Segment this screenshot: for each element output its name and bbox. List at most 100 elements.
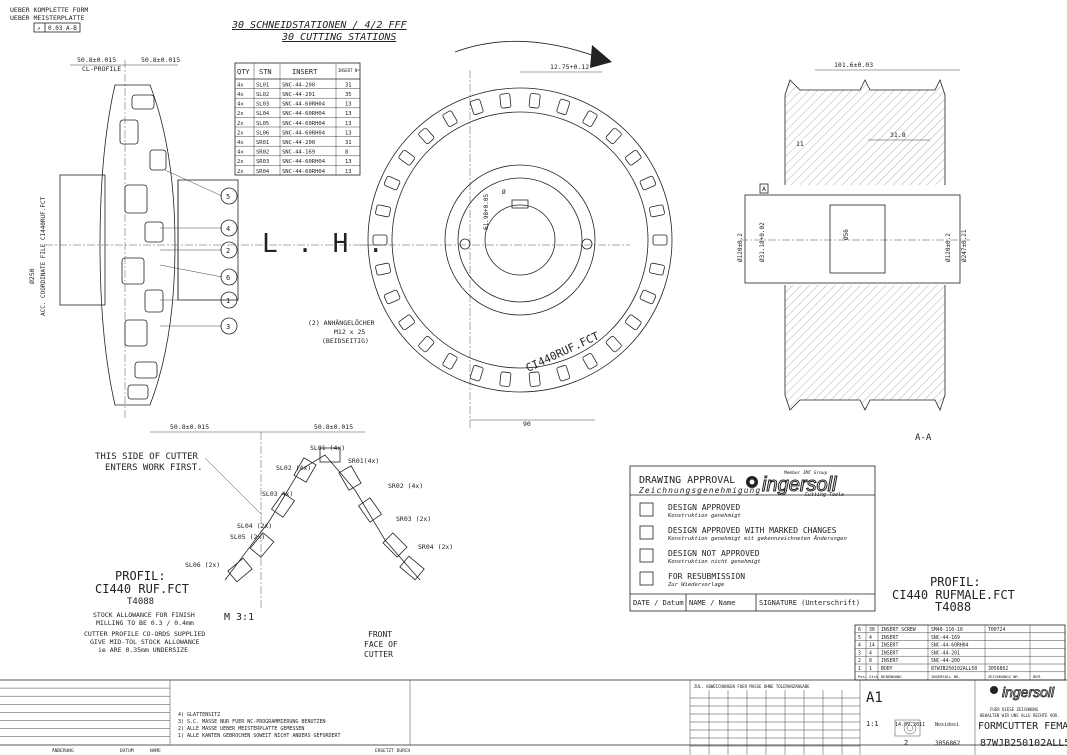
parts-footer-cell: BEM. bbox=[1033, 674, 1042, 679]
station-sl03: SL03 4x) bbox=[262, 490, 293, 498]
cutter-tooth bbox=[528, 93, 541, 109]
cutter-tooth bbox=[652, 234, 668, 246]
parts-cell: T00724 bbox=[988, 627, 1005, 633]
station-sl04: SL04 (2x) bbox=[237, 522, 272, 530]
right-profil-name: CI440 RUFMALE.FCT bbox=[892, 588, 1015, 602]
station-cell: SNC-44-60RH04 bbox=[282, 159, 326, 165]
note-line-1: UEBER KOMPLETTE FORM bbox=[10, 6, 88, 14]
profil-label: PROFIL: bbox=[115, 569, 166, 583]
cutter-tooth bbox=[605, 127, 622, 145]
cutter-tooth bbox=[499, 371, 512, 387]
approval-checkbox[interactable] bbox=[639, 571, 654, 586]
profile-dim-2: 50.8±0.015 bbox=[314, 423, 353, 431]
cutter-tooth bbox=[372, 234, 388, 246]
parts-cell: SNC-44-201 bbox=[931, 650, 960, 656]
sheet: 2 bbox=[904, 739, 908, 747]
note-2: 2) ALLE MASSE UEBER MEISTERPLATTE GEMESS… bbox=[178, 726, 304, 732]
cutter-tooth bbox=[528, 371, 541, 387]
allowance-1: STOCK ALLOWANCE FOR FINISH bbox=[93, 611, 195, 619]
approval-subtitle: Zeichnungsgenehmigung bbox=[638, 486, 761, 495]
station-cell: SNC-44-60RH04 bbox=[282, 102, 326, 108]
profile-insert bbox=[399, 555, 425, 581]
profil-num: T4088 bbox=[127, 597, 154, 607]
parts-cell: 87WJB250102ALL50 bbox=[931, 666, 977, 672]
profile-dim-1: 50.8±0.015 bbox=[170, 423, 209, 431]
cl-profile-label: CL-PROFILE bbox=[82, 65, 121, 73]
note-3: 3) S.C. MASSE NUR FUER NC-PROGRAMMIERUNG… bbox=[178, 719, 326, 725]
approval-box: DRAWING APPROVAL Zeichnungsgenehmigung M… bbox=[629, 465, 876, 612]
profile-insert bbox=[270, 492, 296, 518]
parts-cell: 4 bbox=[858, 643, 861, 649]
approval-option-label: FOR RESUBMISSION bbox=[668, 572, 745, 581]
cutter-tooth bbox=[582, 353, 598, 370]
parts-cell: 1 bbox=[858, 666, 861, 672]
holes-note-1: (2) ANHÄNGELÖCHER bbox=[308, 318, 375, 327]
coords-3: ie ARE 0.35mm UNDERSIZE bbox=[98, 646, 188, 654]
approval-checkbox[interactable] bbox=[639, 502, 654, 517]
station-cell: SNC-44-169 bbox=[282, 150, 315, 156]
station-cell: SL05 bbox=[256, 121, 269, 127]
profile-inserts bbox=[227, 447, 425, 583]
station-cell: SNC-44-60RH04 bbox=[282, 130, 326, 136]
station-cell: 13 bbox=[345, 159, 352, 165]
cutter-tooth bbox=[418, 127, 435, 145]
holes-note-3: (BEIDSEITIG) bbox=[322, 337, 369, 345]
section-label: A-A bbox=[915, 433, 932, 443]
right-profil-num: T4088 bbox=[935, 600, 971, 614]
col-insert: INSERT bbox=[292, 68, 318, 76]
cutter-tooth bbox=[398, 314, 415, 331]
cutter-inner bbox=[391, 111, 649, 369]
replaced-by: ERSETZT DURCH bbox=[375, 748, 411, 754]
section-dim-a: Ø120±0.2 bbox=[737, 233, 744, 262]
general-note-2: BEHALTEN WIR UNS ALLE RECHTE VOR. bbox=[980, 713, 1059, 718]
allowance-2: MILLING TO BE 0.3 / 0.4mm bbox=[96, 619, 194, 627]
parts-footer-cell: INGERSOLL NR. bbox=[931, 674, 961, 679]
section-dim-top: 101.6±0.03 bbox=[834, 61, 873, 69]
rev-col-change: ÄNDERUNG bbox=[52, 747, 74, 754]
brand-wordmark: ingersoll bbox=[762, 474, 837, 496]
note-1: 1) ALLE KANTEN GEBROCHEN SOWEIT NICHT AN… bbox=[178, 733, 341, 739]
station-cell: SNC-44-60RH04 bbox=[282, 121, 326, 127]
station-cell: 31 bbox=[345, 140, 352, 146]
station-cell: SNC-44-60RH04 bbox=[282, 111, 326, 117]
station-cell: SNC-44-200 bbox=[282, 82, 315, 88]
parts-cell: 14 bbox=[869, 643, 875, 649]
scale-label: M 3:1 bbox=[224, 612, 254, 623]
left-inserts bbox=[119, 94, 167, 400]
left-dim-2: 50.8±0.015 bbox=[141, 56, 180, 64]
balloon-6: 6 bbox=[226, 274, 230, 282]
balloon-4: 4 bbox=[226, 225, 230, 233]
station-cell: 13 bbox=[345, 121, 352, 127]
cutter-tooth bbox=[418, 335, 435, 353]
cutter-tooth bbox=[639, 175, 657, 191]
station-cell: 13 bbox=[345, 111, 352, 117]
tb-brand: ingersoll bbox=[1002, 684, 1055, 700]
cutter-tooth bbox=[556, 98, 571, 115]
profile-insert bbox=[382, 532, 408, 558]
parts-cell: 30 bbox=[869, 627, 875, 633]
cutter-tooth bbox=[383, 289, 401, 305]
brand-member: Member IMC Group bbox=[783, 470, 828, 476]
station-cell: 2x bbox=[237, 111, 244, 117]
approval-checkbox[interactable] bbox=[639, 525, 654, 540]
balloon-2: 2 bbox=[226, 247, 230, 255]
station-cell: 4x bbox=[237, 92, 244, 98]
parts-cell: SNC-44-60RH04 bbox=[931, 643, 969, 649]
station-sl05: SL05 (2x) bbox=[230, 533, 265, 541]
section-dim-11: 11 bbox=[796, 140, 804, 148]
approval-checkbox[interactable] bbox=[639, 548, 654, 563]
approval-footer-date: DATE / Datum bbox=[633, 599, 684, 607]
profile-insert bbox=[293, 457, 317, 483]
parts-cell: SNC-44-169 bbox=[931, 635, 960, 641]
cutter-tooth bbox=[605, 335, 622, 353]
profil-name: CI440 RUF.FCT bbox=[95, 582, 189, 596]
station-cell: 13 bbox=[345, 130, 352, 136]
station-cell: 13 bbox=[345, 169, 352, 175]
approval-footer-name: NAME / Name bbox=[689, 599, 735, 607]
rev-col-date: DATUM bbox=[120, 748, 134, 754]
cutter-tooth bbox=[499, 93, 512, 109]
parts-cell: 4 bbox=[869, 635, 872, 641]
cutter-tooth bbox=[442, 110, 458, 127]
